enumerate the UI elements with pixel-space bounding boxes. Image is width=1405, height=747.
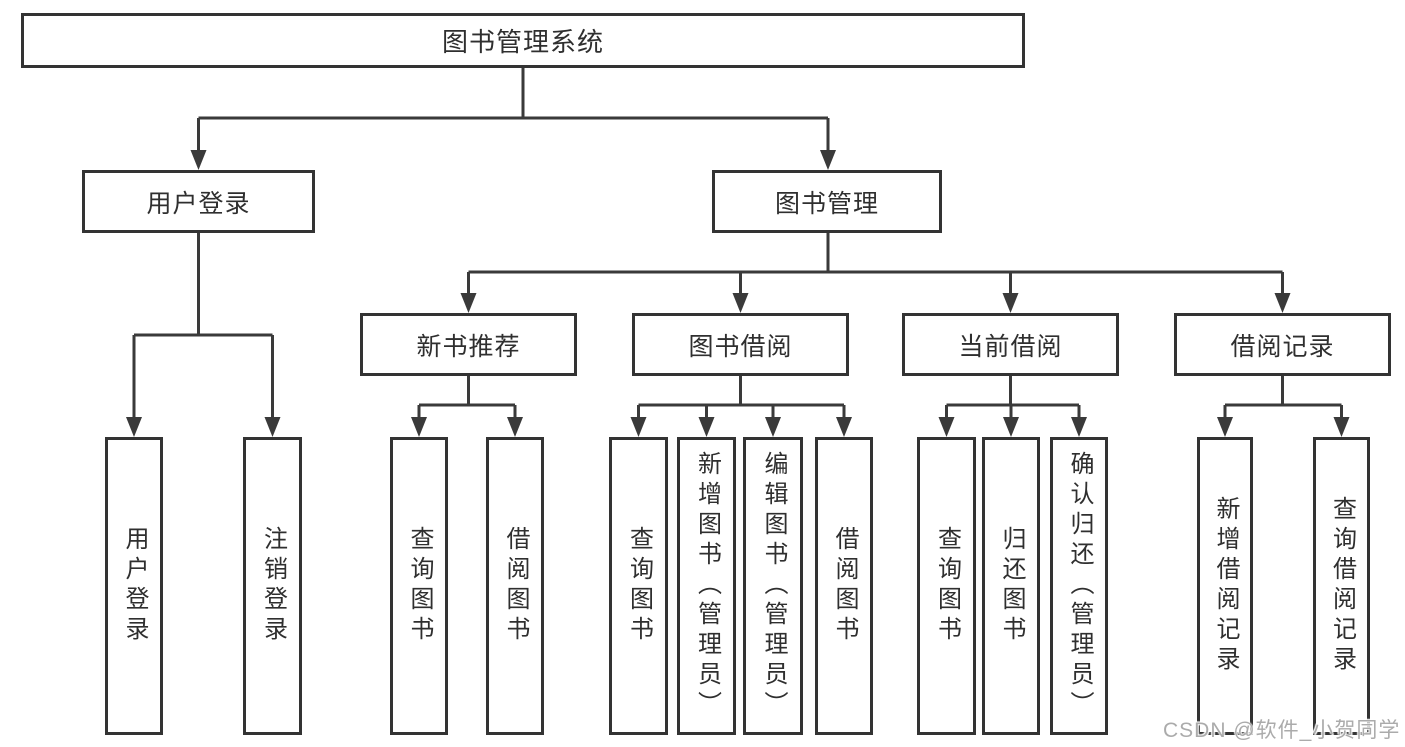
connector-userlogin-leaves — [132, 233, 274, 425]
connector-bookmgmt-level2 — [467, 233, 1284, 301]
connector-borrowrecords-leaves — [1223, 376, 1343, 425]
node-label: 用户登录 — [121, 526, 148, 646]
node-label: 用户登录 — [146, 189, 251, 218]
leaf-br-add-record: 新增借阅记录 — [1197, 437, 1253, 735]
node-borrowing-records: 借阅记录 — [1174, 313, 1391, 376]
node-user-login: 用户登录 — [82, 170, 315, 233]
node-label: 确认归还（管理员） — [1066, 451, 1093, 721]
node-label: 注销登录 — [259, 526, 287, 646]
leaf-bb-add-books-admin: 新增图书（管理员） — [677, 437, 736, 735]
node-label: 新书推荐 — [416, 332, 521, 361]
arrowhead-icon — [1003, 417, 1019, 437]
leaf-bb-edit-books-admin: 编辑图书（管理员） — [743, 437, 803, 735]
node-label: 当前借阅 — [958, 332, 1063, 361]
arrowhead-icon — [765, 417, 781, 437]
node-new-book-recommendation: 新书推荐 — [360, 313, 577, 376]
leaf-cb-return-books: 归还图书 — [982, 437, 1040, 735]
node-label: 借阅图书 — [831, 526, 858, 646]
arrowhead-icon — [126, 417, 142, 437]
arrowhead-icon — [460, 293, 477, 313]
connector-newbookrec-leaves — [417, 376, 517, 425]
node-label: 归还图书 — [998, 526, 1025, 646]
leaf-bb-query-books: 查询图书 — [609, 437, 668, 735]
node-label: 图书管理系统 — [441, 27, 604, 57]
arrowhead-icon — [411, 417, 427, 437]
arrowhead-icon — [1217, 417, 1233, 437]
leaf-br-query-record: 查询借阅记录 — [1313, 437, 1370, 735]
arrowhead-icon — [1002, 293, 1019, 313]
node-label: 新增借阅记录 — [1212, 496, 1239, 676]
arrowhead-icon — [732, 293, 749, 313]
node-book-borrowing: 图书借阅 — [632, 313, 849, 376]
node-label: 借阅图书 — [502, 526, 529, 646]
node-label: 图书管理 — [774, 189, 879, 218]
node-book-management: 图书管理 — [712, 170, 942, 233]
node-current-borrowing: 当前借阅 — [902, 313, 1119, 376]
node-label: 查询图书 — [625, 526, 653, 646]
arrowhead-icon — [1071, 417, 1087, 437]
connector-currentborrow-leaves — [945, 376, 1081, 425]
arrowhead-icon — [507, 417, 523, 437]
node-label: 借阅记录 — [1230, 332, 1335, 361]
arrowhead-icon — [938, 417, 955, 437]
arrowhead-icon — [630, 417, 647, 437]
leaf-rec-borrow-books: 借阅图书 — [486, 437, 544, 735]
node-label: 查询图书 — [933, 526, 961, 646]
node-root-system: 图书管理系统 — [21, 13, 1025, 68]
csdn-watermark: CSDN @软件_小贺同学 — [1163, 719, 1401, 742]
leaf-logout: 注销登录 — [243, 437, 302, 735]
arrowhead-icon — [836, 417, 852, 437]
arrowhead-icon — [264, 417, 281, 437]
arrowhead-icon — [820, 150, 836, 170]
leaf-cb-confirm-return-admin: 确认归还（管理员） — [1050, 437, 1108, 735]
arrowhead-icon — [698, 417, 715, 437]
leaf-bb-borrow-books: 借阅图书 — [815, 437, 873, 735]
leaf-cb-query-books: 查询图书 — [917, 437, 976, 735]
node-label: 新增图书（管理员） — [693, 451, 721, 721]
node-label: 查询图书 — [406, 526, 433, 646]
connector-root-level1 — [197, 68, 830, 158]
node-label: 编辑图书（管理员） — [760, 451, 787, 721]
arrowhead-icon — [1333, 417, 1350, 437]
leaf-rec-query-books: 查询图书 — [390, 437, 448, 735]
node-label: 图书借阅 — [688, 332, 793, 361]
arrowhead-icon — [1274, 293, 1291, 313]
node-label: 查询借阅记录 — [1328, 496, 1356, 676]
arrowhead-icon — [190, 150, 207, 170]
connector-bookborrow-leaves — [637, 376, 846, 425]
leaf-user-login: 用户登录 — [105, 437, 163, 735]
